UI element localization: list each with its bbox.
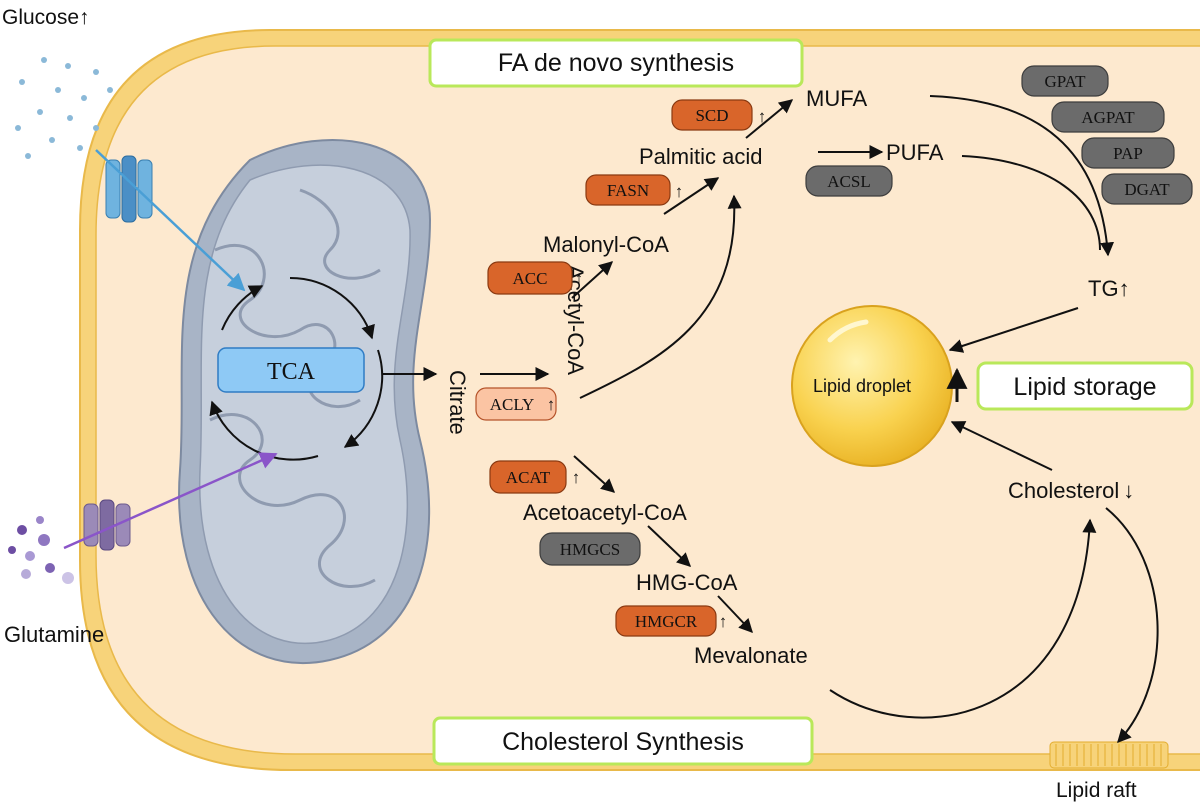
svg-text:ACC: ACC xyxy=(513,269,548,288)
malonyl-coa-label: Malonyl-CoA xyxy=(543,232,669,257)
enzyme-gpat: GPAT xyxy=(1021,65,1109,97)
svg-text:ACAT: ACAT xyxy=(506,468,551,487)
enzyme-acc: ACC ↑ xyxy=(487,261,584,295)
tca-box xyxy=(217,347,365,393)
glucose-label: Glucose↑ xyxy=(2,6,90,29)
svg-text:ACSL: ACSL xyxy=(827,172,870,191)
pufa-label: PUFA xyxy=(886,140,944,165)
svg-text:DGAT: DGAT xyxy=(1124,180,1170,199)
svg-text:Lipid droplet: Lipid droplet xyxy=(813,376,911,396)
svg-text:↑: ↑ xyxy=(675,182,684,201)
glutamine-particles xyxy=(8,516,74,584)
glucose-particles xyxy=(15,57,113,159)
lipid-storage-title: Lipid storage xyxy=(976,361,1194,411)
citrate-label: Citrate xyxy=(445,370,470,435)
enzyme-pap: PAP xyxy=(1081,137,1175,169)
enzyme-fasn: FASN ↑ xyxy=(585,174,684,206)
svg-text:↑: ↑ xyxy=(719,612,728,631)
lipid-droplet: Lipid droplet xyxy=(791,305,953,467)
svg-text:↑: ↑ xyxy=(758,107,767,126)
palmitic-acid-label: Palmitic acid xyxy=(639,144,762,169)
acetoacetyl-coa-label: Acetoacetyl-CoA xyxy=(523,500,687,525)
lipid-raft xyxy=(1049,741,1169,769)
lipid-raft-label: Lipid raft xyxy=(1056,779,1137,802)
enzyme-acat: ACAT ↑ xyxy=(489,460,581,494)
enzyme-acly: ACLY ↑ xyxy=(475,387,557,421)
glucose-transporter xyxy=(105,155,153,223)
cholesterol-synthesis-title: Cholesterol Synthesis xyxy=(432,716,814,766)
enzyme-scd: SCD ↑ xyxy=(671,99,767,131)
svg-text:↑: ↑ xyxy=(575,269,584,288)
cholesterol-label: Cholesterol↓ xyxy=(1008,478,1134,503)
svg-text:HMGCR: HMGCR xyxy=(635,612,698,631)
mevalonate-label: Mevalonate xyxy=(694,643,808,668)
glutamine-label: Glutamine xyxy=(4,622,104,647)
svg-text:Cholesterol Synthesis: Cholesterol Synthesis xyxy=(502,728,744,756)
svg-text:SCD: SCD xyxy=(695,106,728,125)
svg-text:AGPAT: AGPAT xyxy=(1081,108,1135,127)
mitochondrion xyxy=(178,139,432,665)
tca-label: TCA xyxy=(267,359,316,385)
enzyme-dgat: DGAT xyxy=(1101,173,1193,205)
tca-cycle: TCA xyxy=(209,277,384,461)
glucose-uptake-arrow xyxy=(95,149,246,292)
mufa-label: MUFA xyxy=(806,86,867,111)
hmg-coa-label: HMG-CoA xyxy=(636,570,738,595)
svg-text:ACLY: ACLY xyxy=(490,395,535,414)
svg-text:Lipid storage: Lipid storage xyxy=(1013,373,1156,401)
pathway-arrows xyxy=(382,95,1159,744)
glutamine-transporter xyxy=(83,499,131,551)
enzyme-hmgcs: HMGCS xyxy=(539,532,641,566)
svg-text:GPAT: GPAT xyxy=(1045,72,1087,91)
fa-synthesis-title: FA de novo synthesis xyxy=(428,38,804,88)
svg-text:FASN: FASN xyxy=(607,181,649,200)
enzyme-agpat: AGPAT xyxy=(1051,101,1165,133)
tg-label: TG↑ xyxy=(1088,276,1130,301)
svg-text:PAP: PAP xyxy=(1113,144,1143,163)
svg-text:FA de novo synthesis: FA de novo synthesis xyxy=(498,49,734,77)
svg-text:HMGCS: HMGCS xyxy=(560,540,620,559)
glutamine-uptake-arrow xyxy=(63,452,278,550)
svg-text:↑: ↑ xyxy=(572,468,581,487)
enzyme-hmgcr: HMGCR ↑ xyxy=(615,605,728,637)
enzyme-acsl: ACSL xyxy=(805,165,893,197)
svg-text:↑: ↑ xyxy=(547,395,556,414)
